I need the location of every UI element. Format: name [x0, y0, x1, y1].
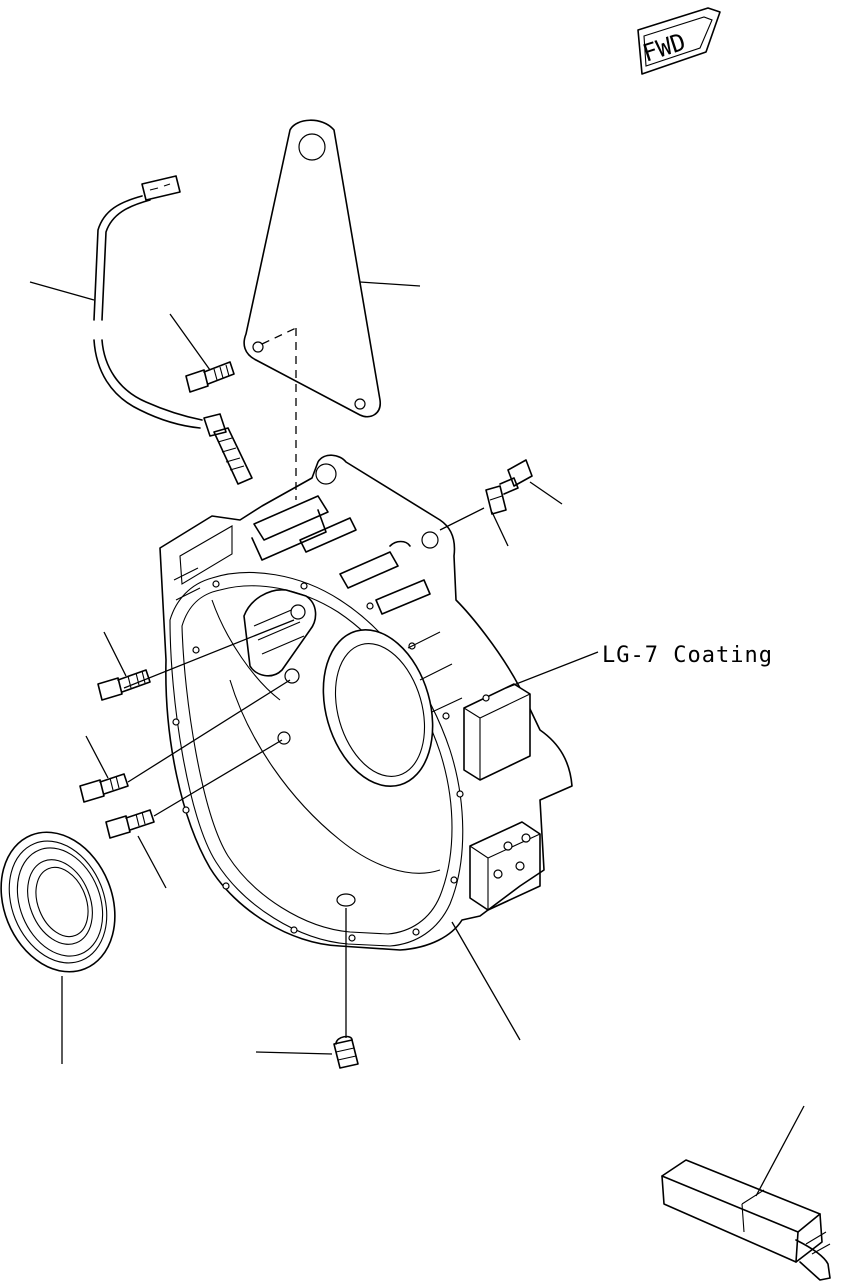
leader-plug [256, 1052, 332, 1054]
fwd-label: FWD [639, 28, 689, 68]
housing-bolt-middle [80, 774, 128, 802]
housing-bolt-upper [98, 670, 150, 700]
leader-stud [530, 482, 562, 504]
leader-coating [506, 652, 598, 688]
leader-housing [452, 922, 520, 1040]
drain-plug [334, 1037, 358, 1068]
bracket-bolt [186, 362, 234, 392]
speed-sensor-harness [94, 176, 252, 484]
installation-tool [662, 1160, 830, 1280]
leader-harness [30, 282, 94, 300]
leader-bracket [360, 282, 420, 286]
leader-bracket-bolt [170, 314, 210, 370]
leader-bolt-upper [104, 632, 126, 676]
leader-washer [492, 512, 508, 546]
fwd-arrow-icon: FWD [638, 8, 720, 74]
coating-callout-label: LG-7 Coating [602, 643, 773, 668]
mounting-bracket-plate [244, 120, 380, 500]
leader-tool [756, 1106, 804, 1196]
flywheel-housing [160, 455, 572, 950]
leader-bolt-lower [138, 836, 166, 888]
stud-bolt [486, 460, 532, 514]
housing-bolt-lower [106, 810, 154, 838]
oil-seal [0, 815, 135, 989]
leader-bolt-middle [86, 736, 108, 778]
